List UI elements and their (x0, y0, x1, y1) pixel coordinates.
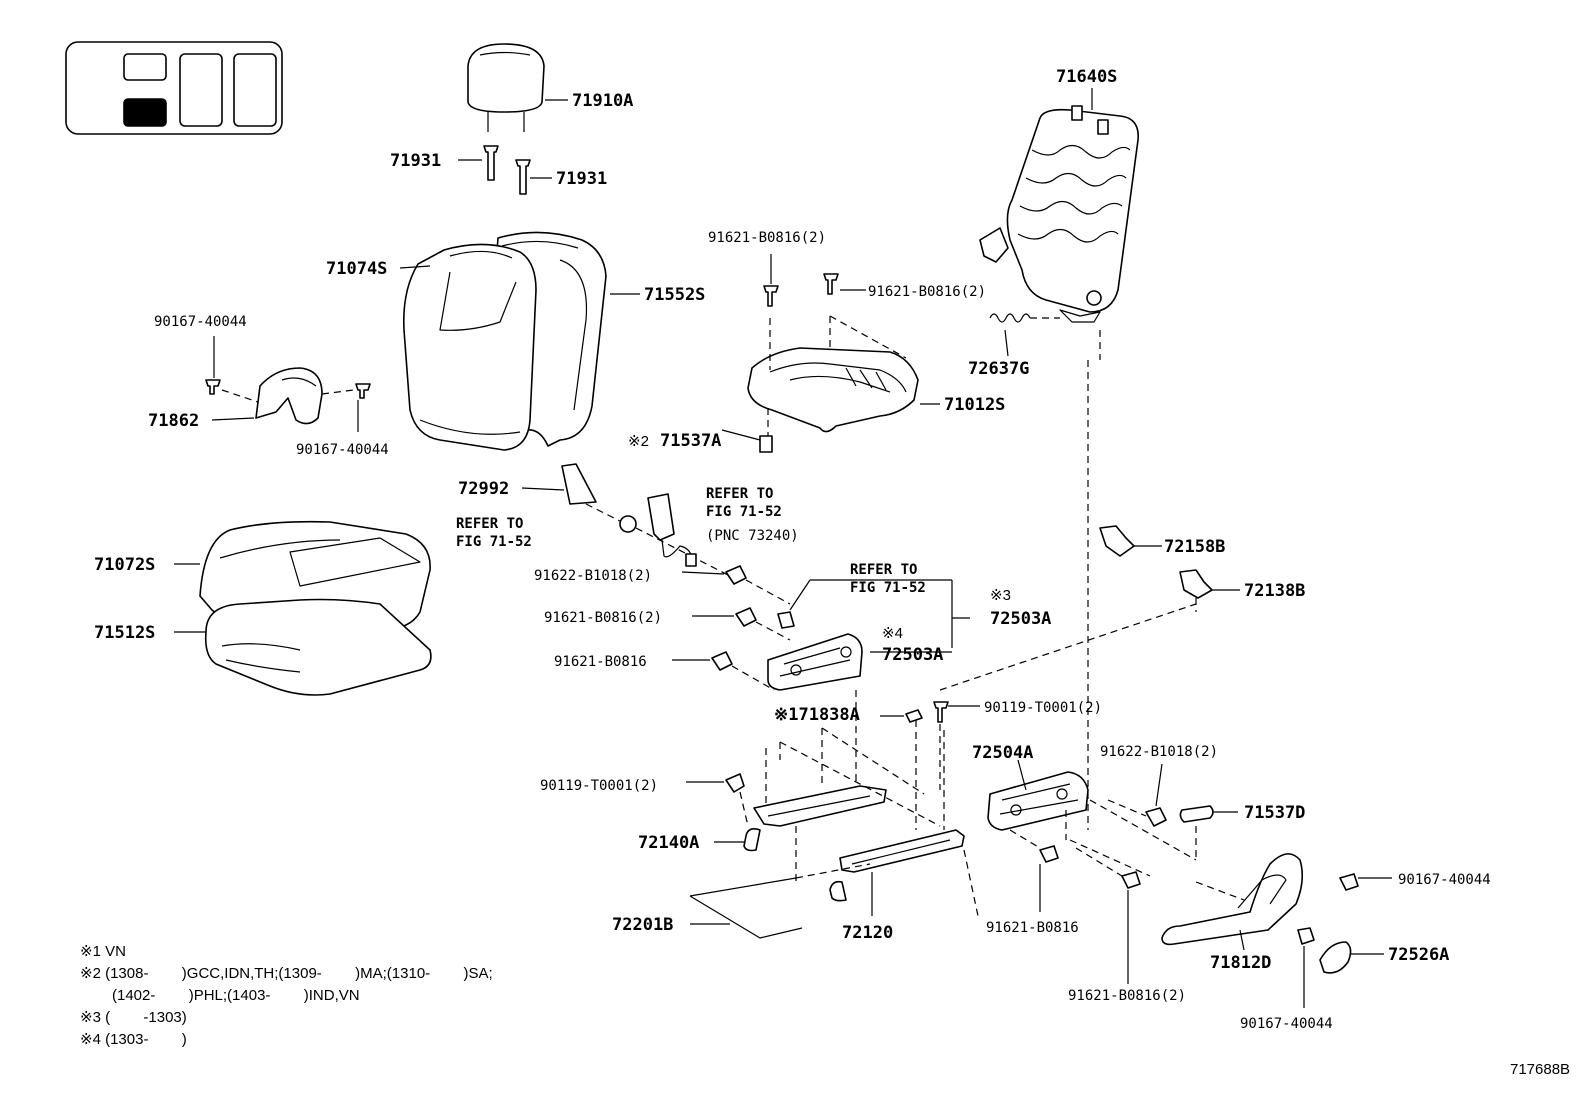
label-71862: 71862 (148, 411, 199, 431)
label-71012S: 71012S (944, 395, 1005, 415)
label-91621-B0816-a: 91621-B0816 (554, 654, 647, 670)
label-71072S: 71072S (94, 555, 155, 575)
label-72140A: 72140A (638, 833, 699, 853)
footnote-2-cont: (1402- )PHL;(1403- )IND,VN (112, 987, 360, 1004)
label-90119-T0001-2-a: 90119-T0001(2) (984, 700, 1102, 716)
label-72201B: 72201B (612, 915, 673, 935)
headrest-drawing (467, 43, 568, 132)
label-71537D: 71537D (1244, 803, 1305, 823)
adjuster-drawing (711, 565, 970, 691)
rod-drawing (689, 863, 871, 939)
spring-drawing (989, 313, 1060, 357)
cushion-parts-drawing (521, 463, 731, 577)
mark-3: ※3 (990, 587, 1011, 604)
label-71931-left: 71931 (390, 151, 441, 171)
seat-cushion-drawing (174, 520, 432, 696)
label-71931-right: 71931 (556, 169, 607, 189)
ref3-line1: REFER TO (850, 562, 917, 578)
label-72158B: 72158B (1164, 537, 1225, 557)
mark-2: ※2 (628, 433, 649, 450)
label-72503A-4: 72503A (882, 645, 943, 665)
seatbelt-buckle-drawing (647, 493, 697, 567)
label-91621-B0816-2-c: 91621-B0816(2) (544, 610, 662, 626)
leader-lines (672, 429, 904, 783)
footnote-4: ※4 (1303- ) (80, 1031, 187, 1048)
label-72637G: 72637G (968, 359, 1029, 379)
label-90167-40044-right: 90167-40044 (1398, 872, 1491, 888)
label-90119-T0001-2-b: 90119-T0001(2) (540, 778, 658, 794)
hinge-cover-drawing (205, 336, 371, 432)
footnote-3: ※3 ( -1303) (80, 1009, 187, 1026)
headrest-support-drawing (458, 145, 552, 195)
label-72992: 72992 (458, 479, 509, 499)
label-90167-40044-top: 90167-40044 (154, 314, 247, 330)
label-71074S: 71074S (326, 259, 387, 279)
part-labels: 71910A 71931 71931 71640S 71074S 71552S … (94, 67, 1491, 1032)
reference-notes: REFER TO FIG 71-52 REFER TO FIG 71-52 (P… (456, 486, 926, 596)
label-71640S: 71640S (1056, 67, 1117, 87)
label-90167-40044-mid: 90167-40044 (296, 442, 389, 458)
ref2-line2: FIG 71-52 (706, 504, 782, 520)
label-71552S: 71552S (644, 285, 705, 305)
seat-position-indicator (65, 41, 283, 135)
label-71537A: 71537A (660, 431, 721, 451)
label-91621-B0816-b: 91621-B0816 (986, 920, 1079, 936)
seat-track-drawing (714, 690, 979, 917)
ref2-line1: REFER TO (706, 486, 773, 502)
ref2-line3: (PNC 73240) (706, 528, 799, 544)
label-91622-B1018-2-b: 91622-B1018(2) (1100, 744, 1218, 760)
footnote-1: ※1 VN (80, 943, 126, 960)
label-71910A: 71910A (572, 91, 633, 111)
plate-and-bolt-drawing (725, 603, 1197, 827)
label-72503A-3: 72503A (990, 609, 1051, 629)
ref3-line2: FIG 71-52 (850, 580, 926, 596)
mark-4: ※4 (882, 625, 903, 642)
adjuster-right-drawing (987, 759, 1197, 877)
side-shield-drawing (1161, 853, 1392, 1008)
label-72504A: 72504A (972, 743, 1033, 763)
label-72120: 72120 (842, 923, 893, 943)
label-71512S: 71512S (94, 623, 155, 643)
ref1-line1: REFER TO (456, 516, 523, 532)
label-91621-B0816-2-d: 91621-B0816(2) (1068, 988, 1186, 1004)
right-side-parts-drawing (1009, 525, 1240, 984)
label-91622-B1018-2-a: 91622-B1018(2) (534, 568, 652, 584)
label-91621-B0816-2-a: 91621-B0816(2) (708, 230, 826, 246)
label-91621-B0816-2-b: 91621-B0816(2) (868, 284, 986, 300)
footnotes: ※1 VN ※2 (1308- )GCC,IDN,TH;(1309- )MA;(… (80, 943, 493, 1048)
label-71812D: 71812D (1210, 953, 1271, 973)
ref1-line2: FIG 71-52 (456, 534, 532, 550)
label-90167-40044-bottom: 90167-40044 (1240, 1016, 1333, 1032)
label-71838A: ※171838A (774, 705, 860, 725)
diagram-id: 717688B (1510, 1061, 1570, 1078)
seatback-cover-drawing (399, 231, 640, 451)
label-72526A: 72526A (1388, 945, 1449, 965)
label-72138B: 72138B (1244, 581, 1305, 601)
bolt-group-1 (763, 254, 866, 307)
cushion-frame-drawing (747, 315, 940, 453)
seatback-frame-drawing (979, 88, 1139, 830)
footnote-2: ※2 (1308- )GCC,IDN,TH;(1309- )MA;(1310- … (80, 965, 493, 982)
